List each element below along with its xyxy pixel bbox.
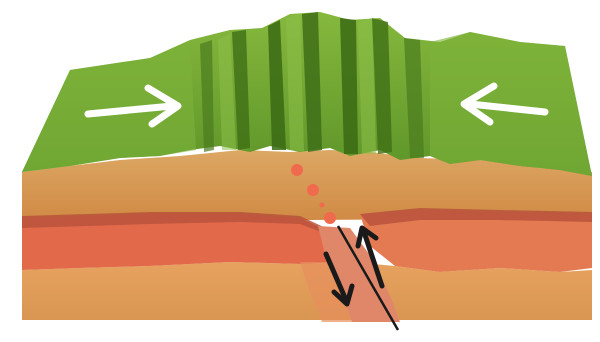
right-surface-highlight [430,32,592,176]
earthquake-focus-2 [307,184,319,196]
earthquake-focus-1 [291,164,303,176]
earthquake-focus-3 [320,203,325,208]
earthquake-focus-4 [324,212,336,224]
